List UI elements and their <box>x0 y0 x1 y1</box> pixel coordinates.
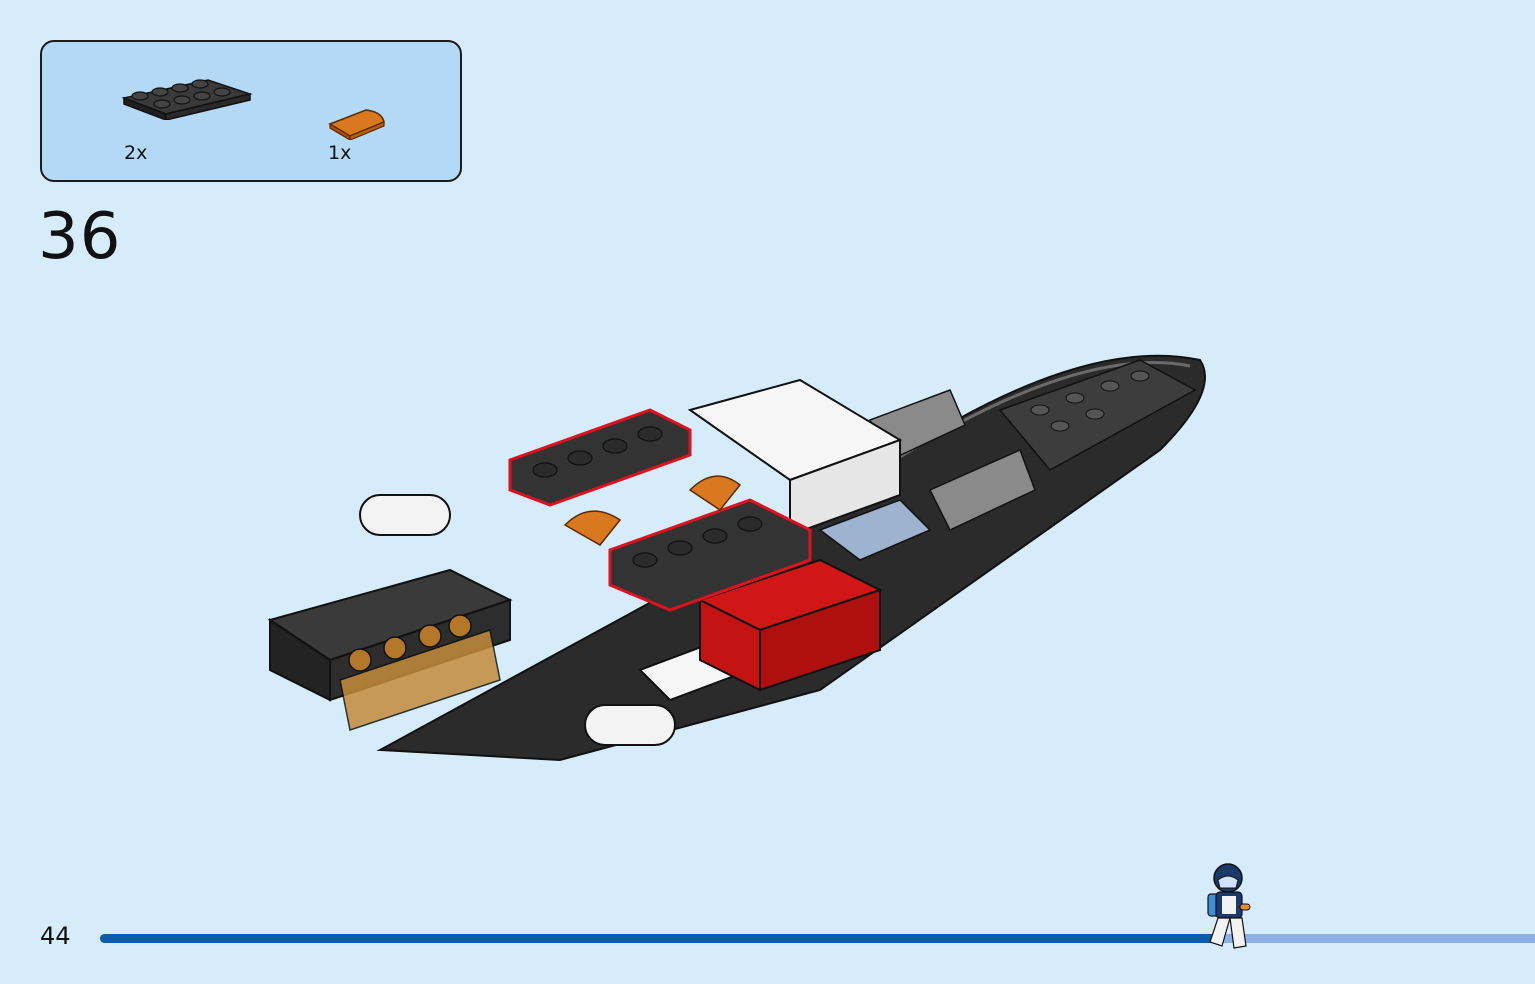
progress-figure <box>1200 860 1260 960</box>
page-number: 44 <box>40 922 71 950</box>
minifigure-astronaut-walking-icon <box>1207 863 1251 949</box>
model-illustration <box>260 330 1220 774</box>
progress-bar-fill <box>100 934 1220 943</box>
dark-gray-plate-2x4-icon <box>121 79 253 122</box>
orange-round-tile-quarter-icon <box>328 109 385 142</box>
progress-bar <box>100 934 1535 943</box>
part-quantity: 2x <box>124 142 148 164</box>
part-quantity: 1x <box>328 142 352 164</box>
lego-boat-assembly-icon <box>267 354 1206 762</box>
step-number: 36 <box>38 200 122 274</box>
part-orange-tile: 1x <box>326 100 386 164</box>
parts-callout: 2x 1x <box>40 40 462 182</box>
part-dark-gray-plate: 2x <box>120 58 254 164</box>
